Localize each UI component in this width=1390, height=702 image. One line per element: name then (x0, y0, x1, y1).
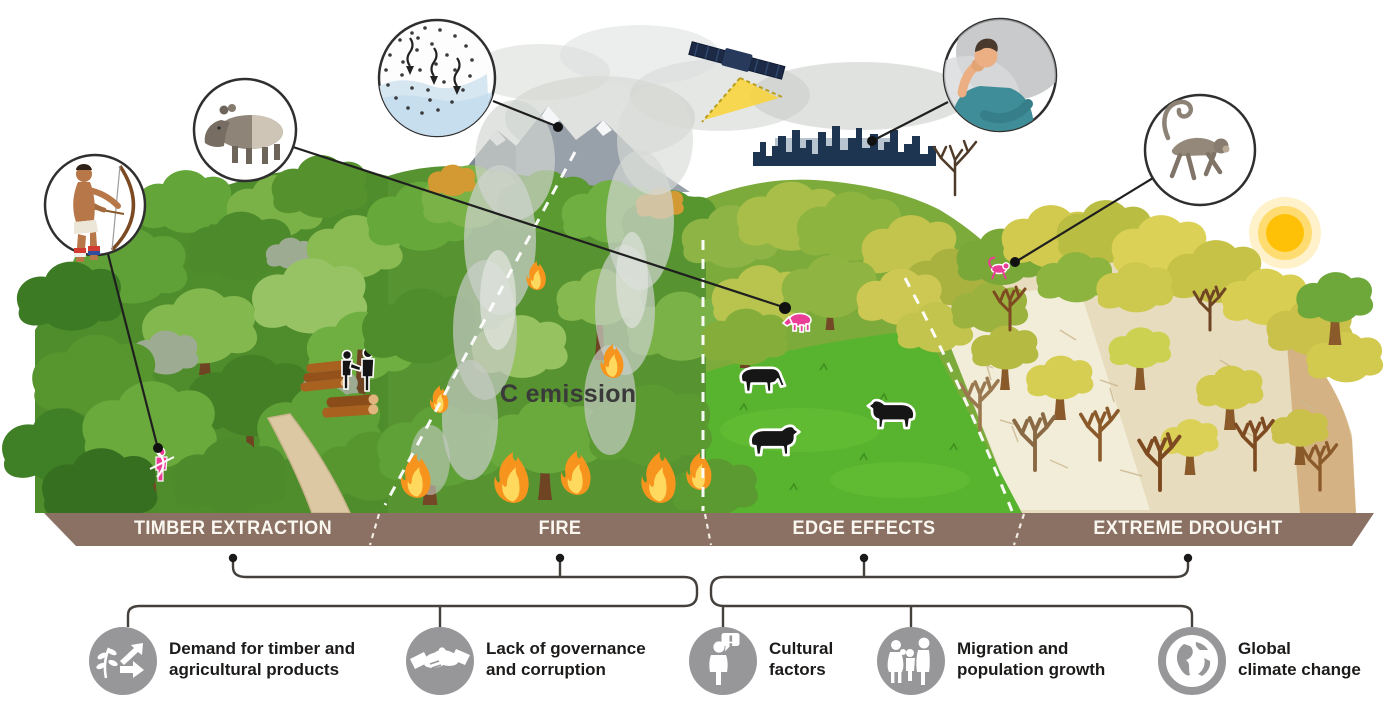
driver-demand-icon-circle (89, 627, 157, 695)
tapir-icon (204, 104, 284, 164)
driver-label-line: Demand for timber and (169, 639, 356, 658)
driver-cultural-icon-circle (689, 627, 757, 695)
section-label-edge-effects: EDGE EFFECTS (792, 518, 936, 539)
driver-label-migration: Migration and population growth (957, 638, 1105, 680)
driver-label-line: and corruption (486, 660, 606, 679)
sapling-branching-arrows-icon (96, 643, 144, 679)
driver-label-line: Cultural (769, 639, 834, 658)
connector-brackets (126, 553, 1194, 627)
pink-monkey-marker (988, 256, 1010, 280)
person-speech-exclamation-icon (709, 633, 740, 685)
satellite-icon (688, 41, 786, 123)
globe-icon (1170, 639, 1214, 683)
zone-boundaries (383, 151, 1014, 512)
hunter-with-bow-icon (73, 163, 136, 262)
driver-governance-icon-circle (406, 627, 474, 695)
driver-label-line: Lack of governance (486, 639, 646, 658)
driver-label-line: climate change (1238, 660, 1361, 679)
callout-hunter (43, 153, 147, 262)
driver-label-demand: Demand for timber and agricultural produ… (169, 638, 355, 680)
section-label-fire: FIRE (538, 518, 582, 539)
driver-climate-icon-circle (1158, 627, 1226, 695)
pink-tapir-marker (781, 312, 812, 333)
section-label-extreme-drought: EXTREME DROUGHT (1093, 518, 1283, 539)
c-emission-label: C emission (500, 380, 637, 408)
handshake-icon (410, 647, 470, 673)
driver-label-line: Global (1238, 639, 1291, 658)
callout-monkey (1143, 93, 1257, 207)
driver-label-line: factors (769, 660, 826, 679)
driver-label-line: Migration and (957, 639, 1069, 658)
monkey-icon (1162, 99, 1230, 181)
callout-carbon-deposition (377, 18, 497, 138)
driver-label-line: population growth (957, 660, 1106, 679)
driver-migration-icon-circle (877, 627, 945, 695)
dead-tree (932, 139, 978, 197)
city-skyline (753, 126, 936, 166)
callout-tapir (192, 77, 298, 183)
driver-label-cultural: Cultural factors (769, 638, 833, 680)
section-banner (44, 513, 1374, 546)
callout-leader-lines (106, 99, 1154, 453)
section-label-timber-extraction: TIMBER EXTRACTION (134, 518, 332, 539)
driver-label-governance: Lack of governance and corruption (486, 638, 646, 680)
sun (1249, 197, 1321, 269)
driver-label-line: agricultural products (169, 660, 340, 679)
family-icon (887, 637, 930, 685)
pasture (706, 330, 1022, 513)
driver-label-climate: Global climate change (1238, 638, 1361, 680)
